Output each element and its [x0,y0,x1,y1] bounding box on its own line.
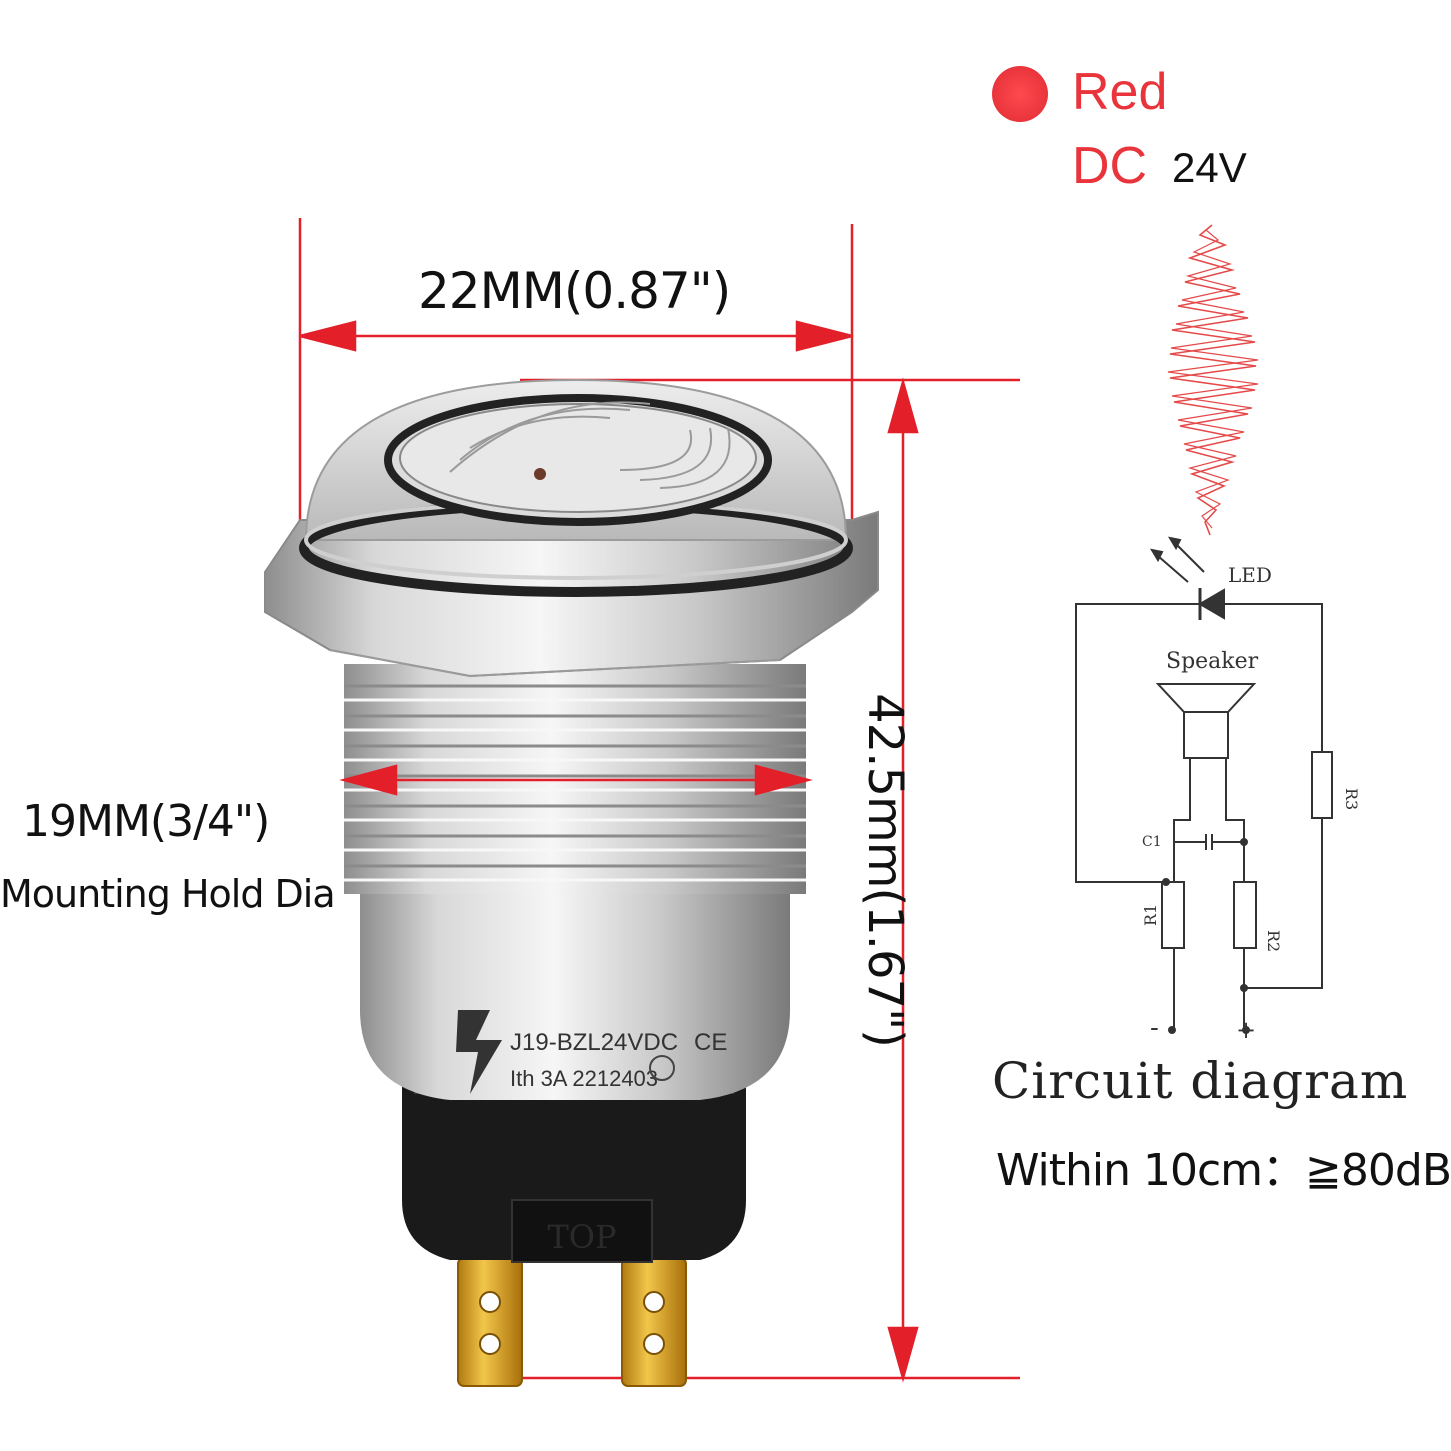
rating-marking: Ith 3A 2212403 [510,1066,658,1091]
thread-dimension-arrow [339,764,813,796]
red-indicator-dot [992,66,1048,122]
speaker-label: Speaker [1166,649,1259,674]
negative-terminal: - [1150,1013,1159,1043]
height-dimension-label: 42.5mm(1.67") [857,693,913,1047]
r2-label: R2 [1264,930,1283,952]
circuit-diagram-title: Circuit diagram [992,1052,1409,1110]
led-label: LED [1228,563,1272,587]
c1-label: C1 [1142,834,1162,850]
positive-terminal: + [1236,1016,1256,1044]
circuit-labels: LED Speaker C1 R1 R2 R3 - + [1141,563,1361,1044]
power-voltage: 24V [1172,144,1247,191]
width-dimension-label: 22MM(0.87") [418,262,731,320]
sound-wave-icon [1167,224,1259,536]
r3-label: R3 [1342,788,1361,810]
body-markings: J19-BZL24VDC Ith 3A 2212403 CE [456,1010,727,1094]
solder-terminals [457,1257,687,1387]
model-marking: J19-BZL24VDC [510,1029,678,1056]
base-marking: TOP [547,1218,616,1256]
thread-dimension-label: 19MM(3/4") [22,796,270,847]
circuit-diagram [1075,536,1333,1034]
thread-dimension-sublabel: Mounting Hold Dia [0,872,336,916]
ce-mark: CE [694,1029,727,1056]
sound-level-spec: Within 10cm：≧80dB [996,1145,1451,1196]
color-name: Red [1072,63,1168,121]
power-type: DC [1072,137,1148,195]
r1-label: R1 [1141,904,1160,926]
dimension-lines [298,218,1020,1383]
